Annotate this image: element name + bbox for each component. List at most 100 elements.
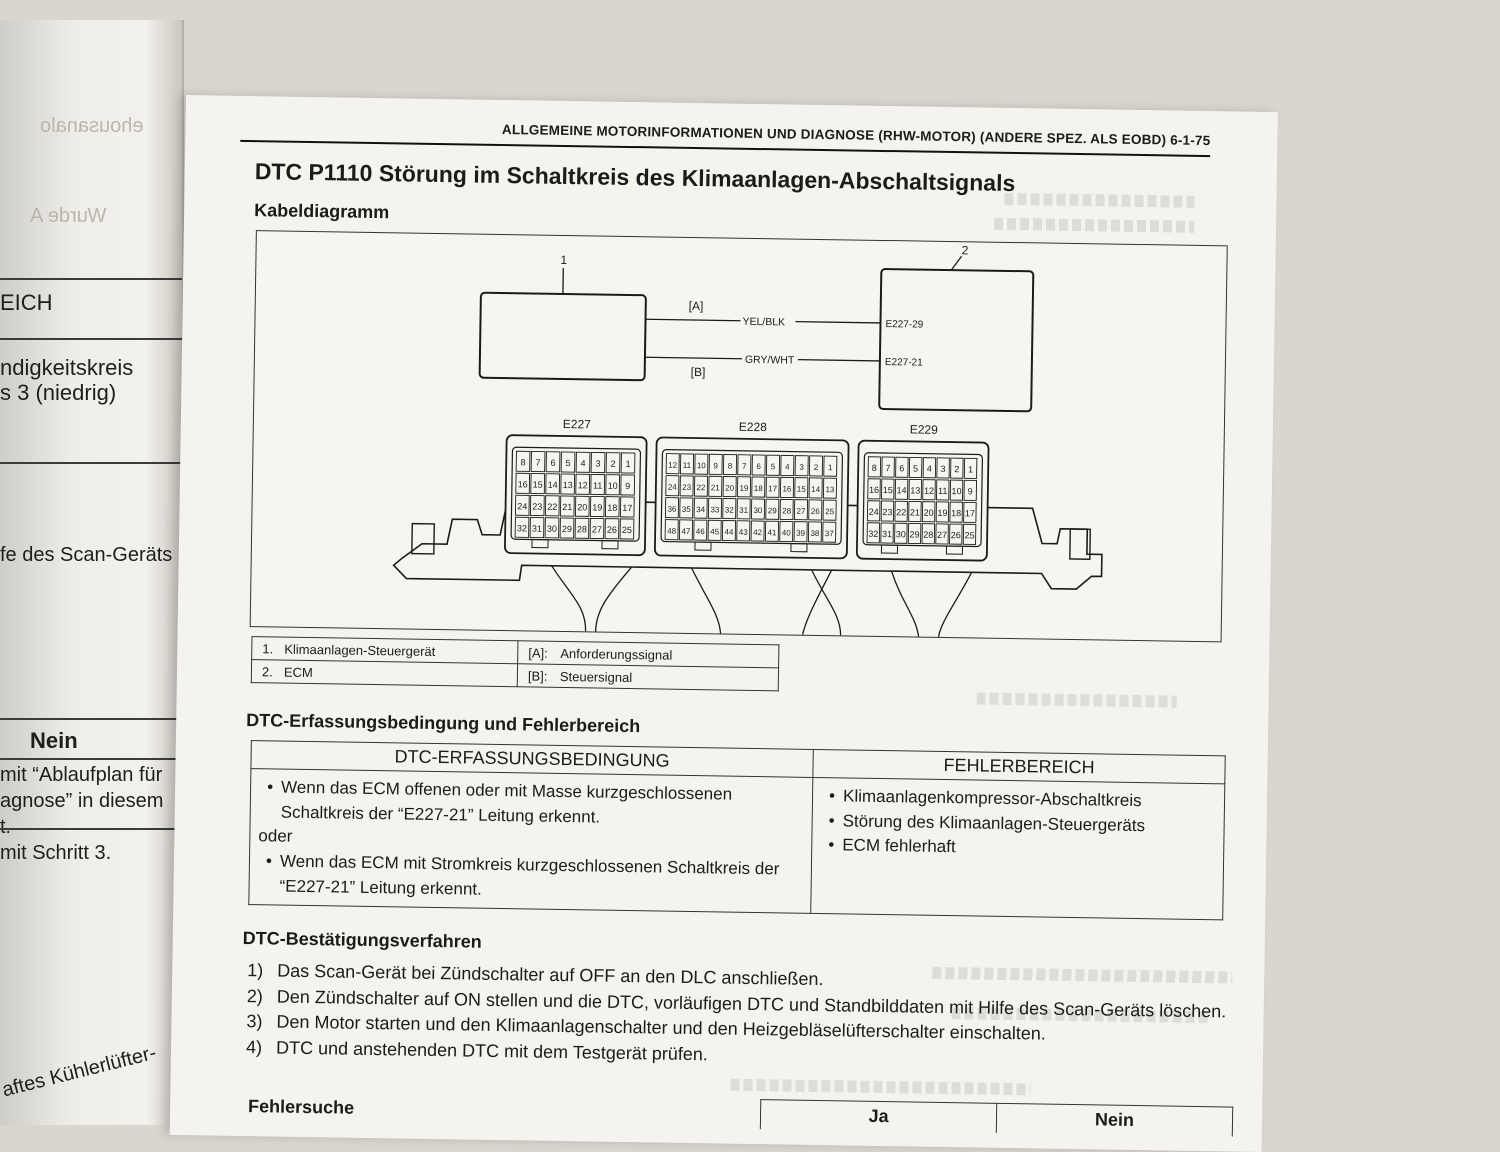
connector-pin-number: 18 [754, 484, 764, 493]
connector-pin-number: 42 [753, 528, 763, 537]
connector-pin-number: 13 [910, 485, 920, 495]
legend-tag: [B]: [528, 668, 560, 684]
connector-pin-number: 23 [682, 483, 692, 492]
connector-pin-number: 10 [697, 461, 707, 470]
connector-pin-number: 4 [785, 462, 790, 471]
connector-pin-number: 43 [739, 528, 749, 537]
component-2-number: 2 [962, 243, 969, 257]
legend-num: 2. [262, 664, 284, 679]
connector-pin-number: 12 [668, 461, 678, 470]
left-rule [0, 278, 182, 280]
connector-pin-number: 23 [882, 507, 892, 517]
connector-pin-number: 11 [683, 461, 692, 470]
connector-pin-number: 20 [725, 484, 735, 493]
left-page: ehousanalo Wurde A EICH ndigkeitskreis s… [0, 20, 184, 1125]
connector-pin-number: 7 [886, 463, 891, 473]
bleed-through-text: Wurde A [30, 205, 106, 228]
area-item: ECM fehlerhaft [842, 834, 956, 860]
connector-pin-number: 19 [937, 508, 947, 518]
legend-num: 1. [262, 641, 284, 656]
connector-pin-number: 17 [622, 503, 632, 513]
left-fragment: mit Schritt 3. [0, 842, 111, 865]
connector-name: E227 [563, 417, 592, 431]
confirmation-heading: DTC-Bestätigungsverfahren [243, 928, 482, 953]
connector-pin-number: 35 [682, 505, 692, 514]
detection-table: DTC-ERFASSUNGSBEDINGUNG FEHLERBEREICH •W… [248, 740, 1225, 920]
wiring-diagram: 1 2 [A] YEL/BLK E227-29 [B] GRY/WHT E227… [250, 230, 1228, 642]
connector-pin-number: 1 [625, 459, 630, 469]
connector-pin-number: 46 [696, 527, 706, 536]
legend-component: ECM [284, 664, 313, 679]
connector-pin-number: 37 [825, 529, 835, 538]
left-fragment: fe des Scan-Geräts [0, 544, 172, 567]
connector-pin-number: 12 [924, 486, 934, 496]
connector-pin-number: 10 [951, 486, 961, 496]
connector-pin-number: 24 [517, 501, 527, 511]
connector-pin-number: 22 [696, 483, 706, 492]
legend-table: 1.Klimaanlagen-Steuergerät [A]:Anforderu… [251, 636, 780, 691]
connector-pin-number: 18 [607, 503, 617, 513]
connector-name: E228 [739, 420, 768, 434]
connector-pin-number: 8 [872, 463, 877, 473]
connector-pin-number: 36 [667, 505, 677, 514]
legend-signal: Anforderungssignal [560, 645, 672, 662]
connector-pin-number: 17 [768, 484, 778, 493]
connector-pin-number: 21 [562, 502, 572, 512]
connector-pin-number: 9 [968, 486, 973, 496]
connector-pin-number: 22 [547, 502, 557, 512]
connector-pin-number: 22 [896, 507, 906, 517]
connector-pin-number: 16 [869, 485, 879, 495]
left-rule [0, 338, 182, 340]
connector-pin-number: 3 [595, 458, 600, 468]
connector-pin-number: 17 [965, 508, 975, 518]
left-fragment: Nein [30, 728, 78, 754]
pin-b-label: E227-21 [885, 357, 923, 369]
connector-pin-number: 40 [782, 528, 792, 537]
connector-pin-number: 8 [520, 457, 525, 467]
connector-pin-number: 30 [547, 524, 557, 534]
connector-pin-number: 26 [811, 507, 821, 516]
wiring-heading: Kabeldiagramm [254, 200, 389, 223]
component-2-box [879, 269, 1033, 411]
connector-pin-number: 15 [533, 479, 543, 489]
connector-pin-number: 11 [593, 480, 602, 490]
component-1-box [480, 293, 646, 381]
legend-component: Klimaanlagen-Steuergerät [284, 641, 435, 658]
page-title: DTC P1110 Störung im Schaltkreis des Kli… [255, 158, 1016, 197]
connector-pin-number: 32 [517, 523, 527, 533]
pin-a-label: E227-29 [885, 319, 923, 331]
left-rule [0, 828, 182, 830]
connector-pin-number: 13 [563, 480, 573, 490]
legend-tag: [A]: [528, 645, 560, 661]
connector-pin-number: 34 [696, 505, 706, 514]
connector-pin-number: 31 [739, 506, 749, 515]
wire-a-color: YEL/BLK [742, 316, 785, 329]
left-fragment: aftes Kühlerlüfter- [0, 1042, 159, 1103]
wiring-diagram-svg: 1 2 [A] YEL/BLK E227-29 [B] GRY/WHT E227… [251, 231, 1227, 641]
condition-cell: •Wenn das ECM offenen oder mit Masse kur… [249, 769, 813, 914]
connector-pin-number: 29 [562, 524, 572, 534]
connector-pin-number: 15 [797, 485, 807, 494]
left-rule [0, 718, 182, 720]
connector-pin-number: 47 [681, 527, 691, 536]
connector-pin-number: 6 [756, 462, 761, 471]
connector-pin-number: 24 [869, 507, 879, 517]
connector-pin-number: 4 [580, 458, 585, 468]
connector-pin-number: 24 [668, 483, 678, 492]
confirmation-steps: 1)Das Scan-Gerät bei Zündschalter auf OF… [246, 958, 1247, 1077]
connector-pin-number: 16 [518, 479, 528, 489]
connector-pin-number: 7 [535, 458, 540, 468]
connector-pin-number: 9 [625, 481, 630, 491]
connector-pin-number: 14 [548, 480, 558, 490]
left-rule [0, 758, 182, 760]
connector-pin-number: 38 [810, 529, 820, 538]
wire-b-color: GRY/WHT [745, 354, 795, 367]
connector-pin-number: 10 [608, 481, 618, 491]
condition-1: Wenn das ECM offenen oder mit Masse kurz… [281, 776, 805, 833]
connector-pin-number: 1 [968, 464, 973, 474]
connector-pin-number: 14 [896, 485, 906, 495]
connector-pin-number: 6 [550, 458, 555, 468]
connector-pin-number: 12 [578, 480, 588, 490]
connector-pin-number: 31 [882, 529, 892, 539]
connector-pin-number: 3 [941, 464, 946, 474]
